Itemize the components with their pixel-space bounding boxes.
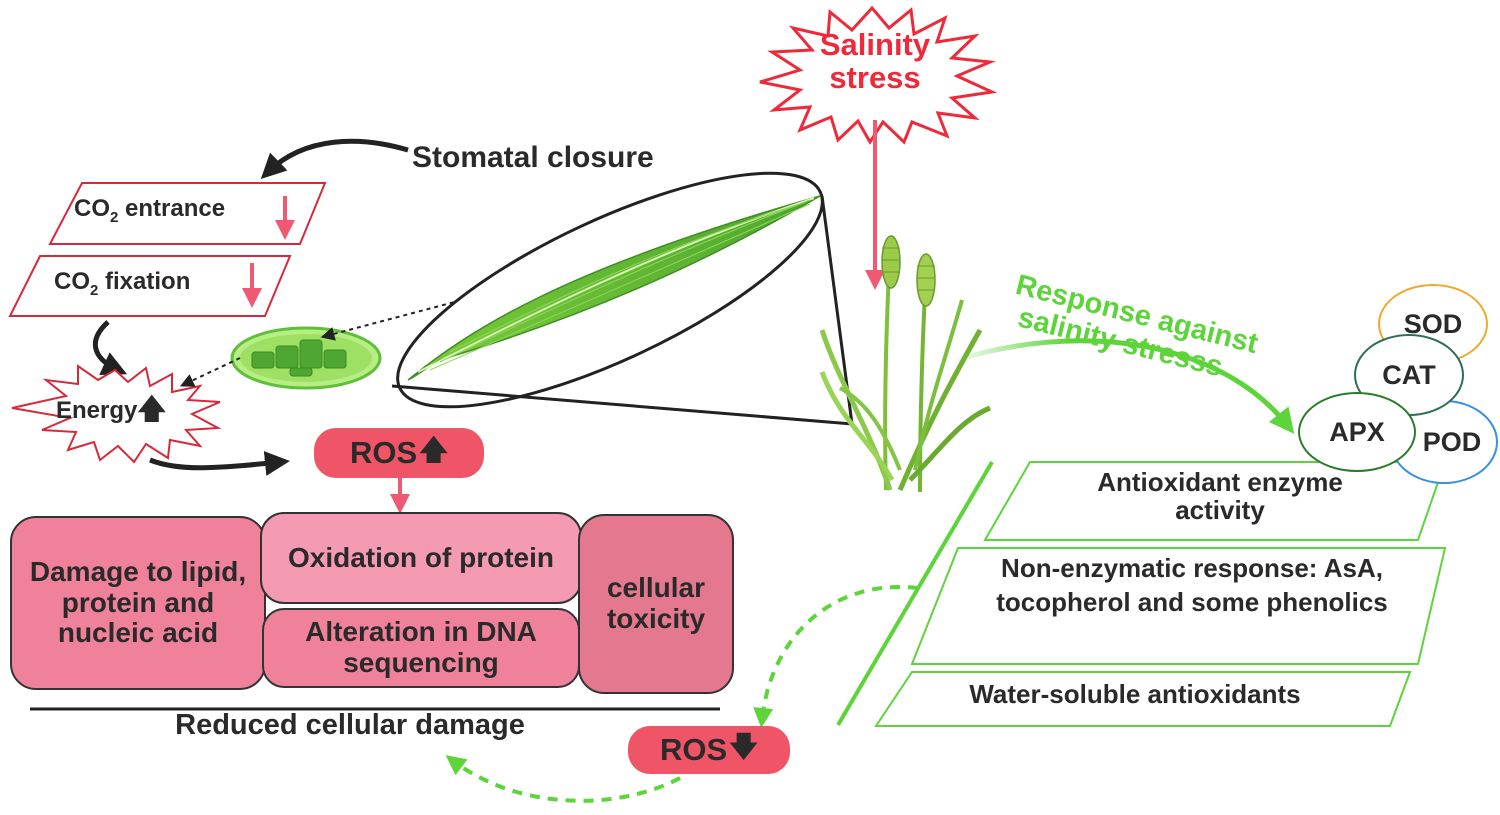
water-soluble-label: Water-soluble antioxidants: [969, 679, 1301, 709]
co2-fixation-box: [8, 255, 292, 317]
green-dotted-to-ros: [753, 584, 919, 728]
energy-label: Energy🡅: [56, 393, 206, 424]
co2-fixation-text: fixation: [98, 268, 191, 295]
non-enzymatic-label: Non-enzymatic response: AsA, tocopherol …: [996, 553, 1388, 617]
up-arrow-icon: 🡅: [419, 434, 448, 465]
ros-up-pill: ROS🡅: [314, 428, 484, 478]
stomatal-closure-label: Stomatal closure: [412, 141, 654, 174]
chloroplast: [230, 326, 382, 390]
cellular-toxicity-box: cellular toxicity: [578, 514, 734, 694]
apx-label: APX: [1329, 416, 1385, 447]
stomatal-arrow: [260, 138, 409, 179]
salinity-line1: Salinity: [819, 27, 931, 62]
salinity-stress-label: Salinity stress: [790, 28, 960, 95]
water-soluble-box: [874, 671, 1412, 727]
oxidation-protein-box: Oxidation of protein: [260, 512, 582, 604]
cat-label: CAT: [1382, 359, 1436, 390]
sod-label: SOD: [1403, 308, 1463, 339]
green-dotted-to-reduced: [445, 755, 681, 803]
reduced-damage-label: Reduced cellular damage: [175, 709, 525, 741]
leaf-to-chloroplast-dotted: [320, 289, 501, 341]
response-bar: [836, 460, 994, 727]
salinity-stress-burst: [759, 5, 998, 145]
co2-fixation-sub: 2: [90, 281, 99, 299]
down-arrow-icon: 🡇: [729, 731, 758, 762]
cellular-toxicity-text: cellular toxicity: [606, 572, 706, 634]
co2-fixation-co: CO: [54, 268, 90, 295]
antioxidant-enzyme-box: [983, 461, 1447, 541]
energy-to-ros-arrow: [149, 451, 290, 476]
dna-alteration-box: Alteration in DNA sequencing: [262, 608, 580, 688]
energy-burst: [11, 364, 222, 464]
co2-entrance-co: CO: [74, 195, 110, 222]
response-arrow: [949, 338, 1295, 434]
pod-label: POD: [1422, 426, 1482, 457]
salinity-line2: stress: [829, 60, 921, 96]
chloroplast-to-energy-dotted: [179, 357, 241, 387]
antioxidant-enzyme-label: Antioxidant enzyme activity: [1097, 467, 1343, 526]
oxidation-protein-text: Oxidation of protein: [288, 541, 554, 573]
damage-lipid-box: Damage to lipid, protein and nucleic aci…: [10, 516, 266, 690]
ros-up-text: ROS: [350, 435, 418, 470]
ros-down-pill: ROS🡇: [628, 726, 790, 774]
co2-entrance-sub: 2: [110, 208, 119, 226]
non-enzymatic-box: [910, 547, 1447, 665]
co2-entrance-box: [48, 182, 327, 245]
apx-circle: APX: [1298, 392, 1416, 472]
energy-text: Energy: [56, 397, 138, 424]
wheat-plant: [819, 235, 991, 493]
fixation-to-energy-arrow: [92, 320, 128, 376]
energy-up-arrow-icon: 🡅: [137, 393, 167, 424]
co2-entrance-label: CO2 entrance: [74, 196, 284, 226]
ros-down-text: ROS: [660, 732, 728, 767]
co2-fixation-label: CO2 fixation: [54, 269, 254, 299]
dna-alteration-text: Alteration in DNA sequencing: [305, 616, 537, 678]
damage-lipid-text: Damage to lipid, protein and nucleic aci…: [29, 555, 247, 649]
co2-entrance-text: entrance: [118, 195, 226, 222]
